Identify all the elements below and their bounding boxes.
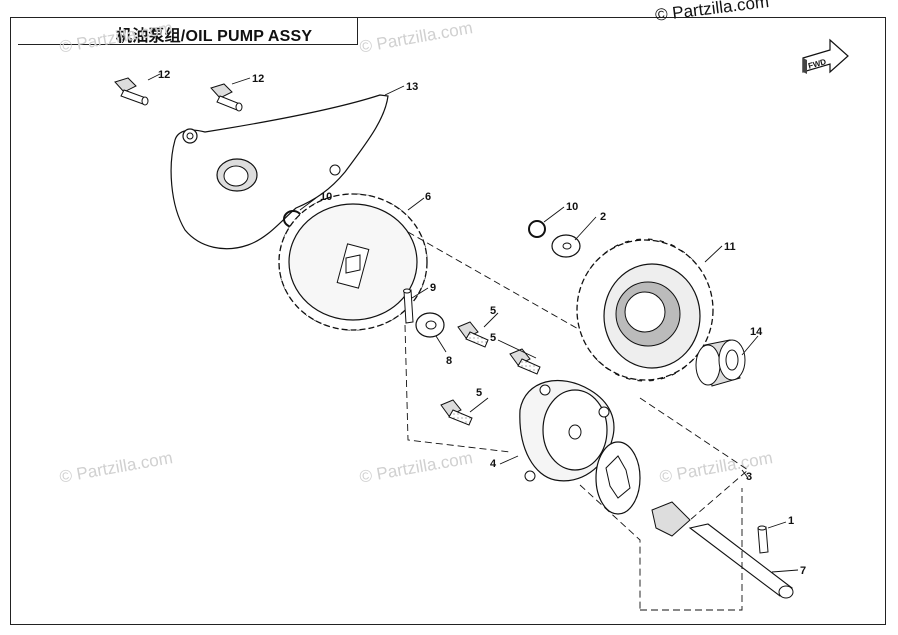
dowel-pin-9	[403, 288, 414, 324]
pin-1	[757, 525, 769, 554]
pump-shaft-7	[688, 523, 794, 599]
needle-bearing-14	[695, 339, 746, 387]
washer-8	[415, 312, 445, 338]
bolt-5-top	[457, 321, 489, 348]
callout-1[interactable]: 1	[788, 515, 794, 527]
rotor-assembly-3	[595, 441, 691, 537]
callout-11[interactable]: 11	[724, 241, 736, 253]
callout-12[interactable]: 12	[252, 73, 264, 85]
diagram-title: 机油泵组/OIL PUMP ASSY	[116, 28, 313, 45]
callout-5[interactable]: 5	[476, 387, 482, 399]
callout-3[interactable]: 3	[746, 471, 752, 483]
driven-gear-6	[278, 193, 428, 331]
callout-6[interactable]: 6	[425, 191, 431, 203]
bolt-12-left	[114, 77, 149, 106]
diagram-frame	[10, 17, 886, 625]
bolt-12-right	[210, 83, 243, 112]
fwd-arrow-icon: FWD	[802, 38, 849, 74]
bolt-5-bottom	[440, 399, 473, 426]
pump-body-4	[519, 379, 615, 482]
callout-10[interactable]: 10	[566, 201, 578, 213]
title-box: 机油泵组/OIL PUMP ASSY	[18, 17, 358, 45]
callout-14[interactable]: 14	[750, 326, 763, 338]
callout-9[interactable]: 9	[430, 282, 436, 294]
cover-plate	[170, 94, 389, 250]
callout-5[interactable]: 5	[490, 305, 496, 317]
callout-8[interactable]: 8	[446, 355, 452, 367]
washer-2	[551, 234, 581, 258]
callout-5[interactable]: 5	[490, 332, 496, 344]
leader-lines	[147, 73, 799, 573]
callout-12[interactable]: 12	[158, 69, 170, 81]
callout-4[interactable]: 4	[490, 458, 497, 470]
callout-10[interactable]: 10	[320, 191, 332, 203]
circlip-10-right	[528, 220, 546, 238]
callout-13[interactable]: 13	[406, 81, 418, 93]
assembly-lines	[404, 231, 749, 611]
callout-2[interactable]: 2	[600, 211, 606, 223]
callout-7[interactable]: 7	[800, 565, 806, 577]
drive-gear-11	[576, 238, 714, 382]
